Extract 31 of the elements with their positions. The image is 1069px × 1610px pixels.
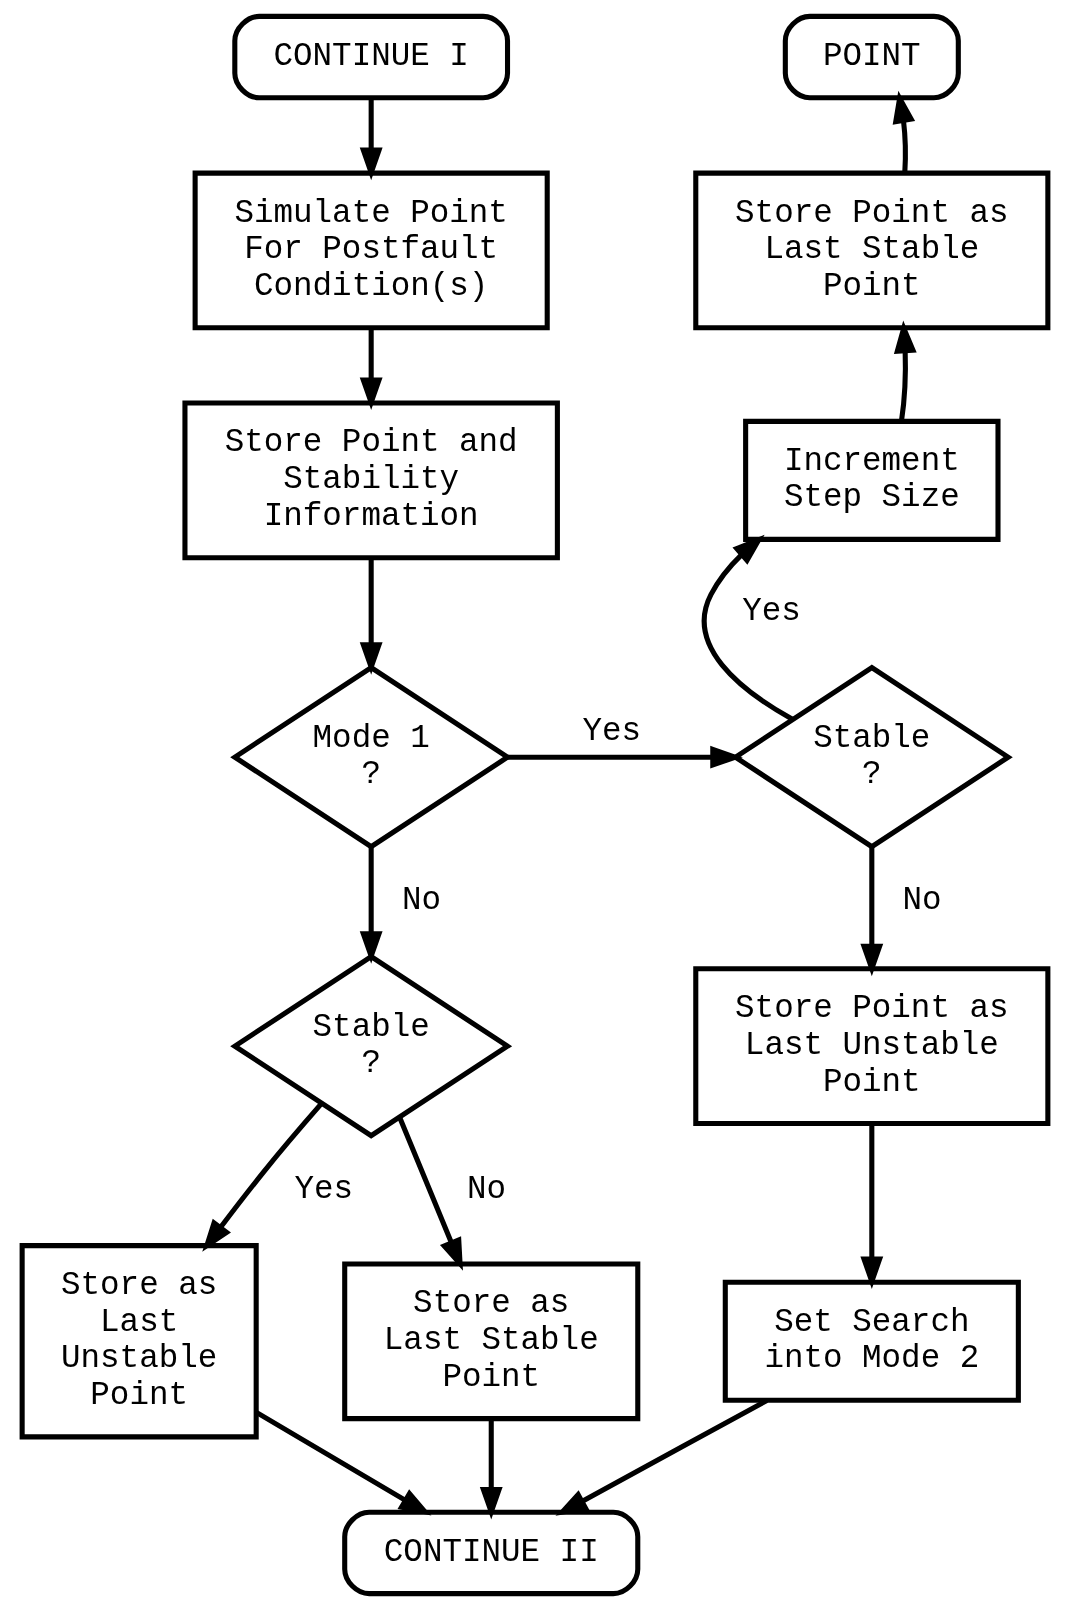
- arrow: [396, 1116, 463, 1271]
- arrow: [701, 534, 794, 722]
- node-box: Store Point as Last Stable Point: [692, 170, 1050, 331]
- node-box: Increment Step Size: [742, 418, 1001, 542]
- edge-label: No: [902, 882, 942, 920]
- edge-label: No: [466, 1171, 506, 1209]
- node-box: Store Point as Last Unstable Point: [692, 966, 1050, 1127]
- arrow: [507, 745, 743, 769]
- arrow: [359, 98, 383, 181]
- arrow: [859, 1123, 883, 1290]
- node-box: CONTINUE II: [341, 1509, 640, 1597]
- node-box: Simulate Point For Postfault Condition(s): [192, 170, 550, 331]
- node-box: Store as Last Unstable Point: [19, 1243, 259, 1440]
- arrow: [359, 847, 383, 964]
- node-box: Store as Last Stable Point: [341, 1261, 640, 1422]
- node-box: POINT: [782, 13, 961, 101]
- arrow: [201, 1102, 323, 1252]
- arrow: [892, 90, 915, 173]
- edge-label: Yes: [581, 713, 641, 751]
- node-diamond: Stable ?: [229, 953, 512, 1139]
- edge-label: No: [401, 882, 441, 920]
- edge-label: Yes: [741, 593, 801, 631]
- arrow: [479, 1418, 503, 1520]
- node-box: Set Search into Mode 2: [722, 1279, 1021, 1403]
- node-box: CONTINUE I: [231, 13, 510, 101]
- node-box: Store Point and Stability Information: [181, 400, 560, 561]
- arrow: [893, 320, 917, 422]
- arrow: [859, 847, 883, 977]
- arrow: [359, 558, 383, 675]
- arrow: [359, 328, 383, 410]
- edge-label: Yes: [293, 1171, 353, 1209]
